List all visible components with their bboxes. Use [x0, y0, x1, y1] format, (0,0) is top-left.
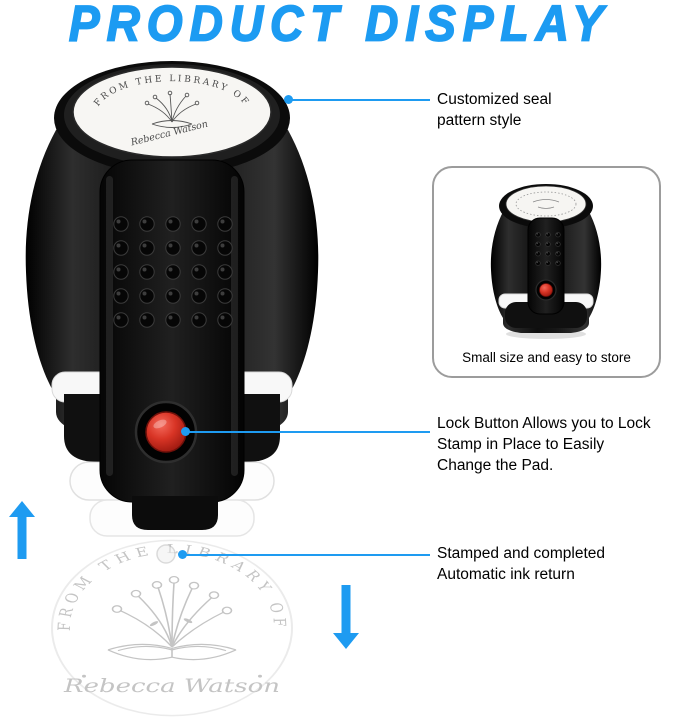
stamp-handle: [99, 159, 245, 530]
imprint-name: Rebecca Watson: [63, 676, 280, 698]
note-lock-button: Lock Button Allows you to Lock Stamp in …: [437, 415, 651, 474]
leader-line: [182, 554, 430, 556]
up-arrow-icon: [9, 501, 35, 559]
inset-handle: [527, 217, 565, 315]
inset-seal-design: [515, 191, 577, 217]
imprint-ornaments: [82, 618, 262, 678]
inset-caption: Small size and easy to store: [462, 350, 631, 365]
inset-stamp-image: [490, 184, 602, 339]
lock-button-highlight: [153, 419, 167, 429]
inset-base-mount: [505, 302, 587, 328]
note-seal-pattern: Customized seal pattern style: [437, 91, 552, 129]
stamp-imprint: FROM THE LIBRARY OF Rebe: [51, 539, 293, 717]
handle-tab: [132, 496, 218, 530]
leader-line: [185, 431, 430, 433]
page-title: PRODUCT DISPLAY: [68, 0, 611, 52]
product-image: FROM THE LIBRARY OF Rebe: [25, 61, 319, 717]
inset-lock-button: [539, 283, 553, 297]
note-ink-return: Stamped and completed Automatic ink retu…: [437, 545, 606, 583]
inset-grip-dots: [533, 230, 563, 268]
lock-button: [145, 411, 187, 453]
seal-face-bouquet: [144, 90, 200, 128]
leader-line: [288, 99, 430, 101]
inset-seal-face: [505, 185, 587, 223]
imprint-flowers-and-book: [107, 575, 237, 661]
down-arrow-icon: [333, 585, 359, 649]
grip-dots: [108, 212, 238, 332]
seal-face: [72, 66, 272, 158]
